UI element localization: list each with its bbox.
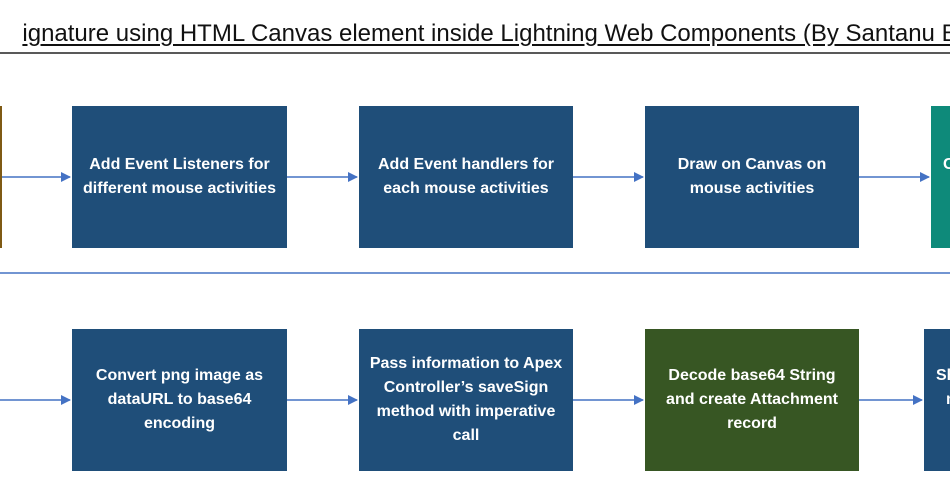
- box-convert-png: Convert png image as dataURL to base64 e…: [72, 329, 287, 471]
- box-edge-navy-label-1: Sh: [936, 367, 950, 384]
- box-draw-on-canvas: Draw on Canvas on mouse activities: [645, 106, 859, 248]
- box-decode-base64: Decode base64 String and create Attachme…: [645, 329, 859, 471]
- box-edge-teal-label: C: [943, 156, 950, 173]
- box-edge-navy: Sh m: [924, 329, 950, 471]
- box-edge-navy-label-2: m: [946, 388, 950, 412]
- box-add-event-listeners-label: Add Event Listeners for different mouse …: [83, 156, 276, 197]
- box-decode-base64-label: Decode base64 String and create Attachme…: [666, 367, 838, 432]
- edge-box-brown: [0, 106, 2, 248]
- box-edge-teal: C: [931, 106, 950, 248]
- box-convert-png-label: Convert png image as dataURL to base64 e…: [95, 367, 264, 432]
- box-add-event-handlers: Add Event handlers for each mouse activi…: [359, 106, 573, 248]
- box-pass-information-label: Pass information to Apex Controller’s sa…: [369, 355, 563, 444]
- box-add-event-listeners: Add Event Listeners for different mouse …: [72, 106, 287, 248]
- box-add-event-handlers-label: Add Event handlers for each mouse activi…: [377, 156, 555, 197]
- box-pass-information: Pass information to Apex Controller’s sa…: [359, 329, 573, 471]
- diagram-title: ignature using HTML Canvas element insid…: [22, 20, 950, 47]
- box-draw-on-canvas-label: Draw on Canvas on mouse activities: [677, 156, 827, 197]
